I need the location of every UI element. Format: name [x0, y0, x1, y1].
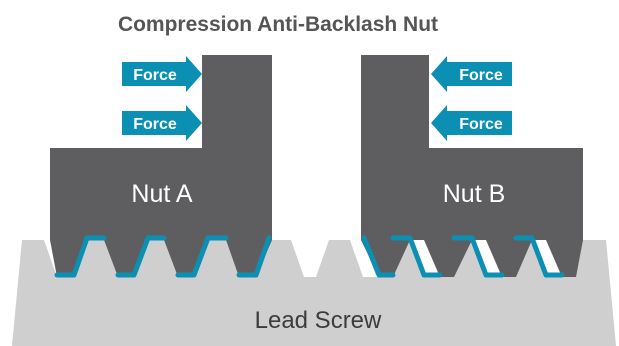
arrow-left-icon: [431, 56, 512, 92]
force-label: Force: [133, 116, 177, 133]
force-arrow-a-top: Force: [122, 56, 202, 92]
arrow-right-icon: [122, 56, 202, 92]
lead-screw: [12, 240, 616, 346]
nut-b: [361, 55, 583, 277]
force-label: Force: [133, 67, 177, 84]
nut-b-contact-line: [361, 235, 565, 278]
arrow-right-icon: [122, 105, 202, 141]
force-label: Force: [459, 67, 503, 84]
nut-b-label: Nut B: [443, 180, 506, 208]
nut-a: [50, 55, 272, 277]
force-label: Force: [459, 116, 503, 133]
nut-a-label: Nut A: [131, 180, 192, 208]
arrow-left-icon: [431, 105, 512, 141]
lead-screw-label: Lead Screw: [255, 307, 382, 334]
nut-a-contact-line: [54, 235, 272, 278]
force-arrow-b-bottom: Force: [431, 105, 512, 141]
diagram-title: Compression Anti-Backlash Nut: [118, 13, 438, 36]
force-arrow-a-bottom: Force: [122, 105, 202, 141]
force-arrow-b-top: Force: [431, 56, 512, 92]
